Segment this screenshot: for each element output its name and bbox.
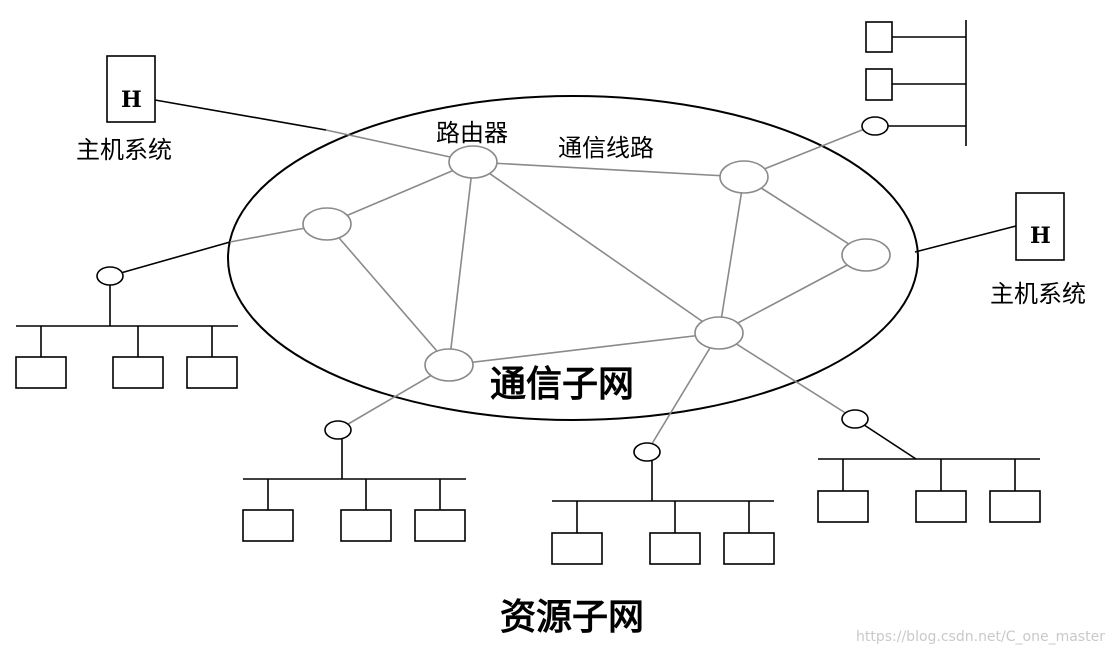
router-node — [694, 316, 744, 350]
router-node — [302, 207, 352, 241]
workstation-box — [242, 509, 294, 542]
lan-bottom-left — [242, 439, 466, 542]
workstation-box — [340, 509, 392, 542]
host-box-right — [1015, 192, 1065, 261]
host-letter-right: H — [1030, 223, 1051, 249]
communication-subnet-label: 通信子网 — [490, 363, 635, 405]
link-r1-r2 — [326, 161, 474, 225]
workstation-box — [414, 509, 466, 542]
workstation-box — [865, 68, 893, 101]
link-r5-r6 — [448, 332, 720, 366]
comm-line-label: 通信线路 — [558, 134, 654, 162]
workstation-box — [817, 490, 869, 523]
router-node — [841, 238, 891, 272]
access-node — [633, 442, 661, 462]
link-r6-node-b — [718, 332, 856, 420]
host-system-label-right: 主机系统 — [990, 280, 1086, 308]
routers — [302, 145, 891, 382]
link-r3-r4 — [743, 176, 867, 256]
access-node — [841, 409, 869, 429]
link-r6-node-a — [646, 332, 720, 453]
lan-bottom-right — [817, 458, 1041, 523]
host-box-left — [106, 55, 156, 123]
link-r1-r5 — [326, 223, 450, 366]
bottom-right-node-cable — [854, 418, 917, 460]
workstation-box — [865, 21, 893, 53]
workstation-box — [723, 532, 775, 565]
lan-top-right — [865, 20, 967, 146]
router-node — [448, 145, 498, 179]
workstation-box — [551, 532, 603, 565]
link-r4-r6 — [718, 254, 867, 334]
link-r3-r6 — [718, 176, 745, 334]
workstation-box — [186, 356, 238, 389]
watermark-text: https://blog.csdn.net/C_one_master — [856, 629, 1105, 645]
workstation-box — [15, 356, 67, 389]
left-node-cable — [109, 241, 231, 277]
workstation-box — [915, 490, 967, 523]
host-system-label-left: 主机系统 — [76, 136, 172, 164]
resource-subnet-label: 资源子网 — [500, 596, 645, 638]
access-nodes — [96, 116, 889, 462]
link-r2-r5 — [448, 161, 474, 366]
host-letter-left: H — [121, 87, 142, 113]
link-r2-host — [325, 129, 474, 163]
access-node — [324, 420, 352, 440]
workstation-box — [649, 532, 701, 565]
access-node — [861, 116, 889, 136]
link-r2-r3 — [472, 161, 745, 178]
workstation-box — [112, 356, 164, 389]
outer-links — [109, 99, 1017, 460]
communication-subnet-ellipse — [227, 95, 919, 421]
router-label: 路由器 — [436, 119, 508, 147]
link-r2-r6 — [472, 161, 720, 334]
lan-left — [15, 285, 238, 389]
host-left-cable — [154, 99, 327, 131]
access-node — [96, 266, 124, 286]
lan-bottom-center — [551, 461, 775, 565]
host-right-cable — [914, 225, 1017, 253]
router-node — [424, 348, 474, 382]
workstation-box — [989, 490, 1041, 523]
router-node — [719, 160, 769, 194]
